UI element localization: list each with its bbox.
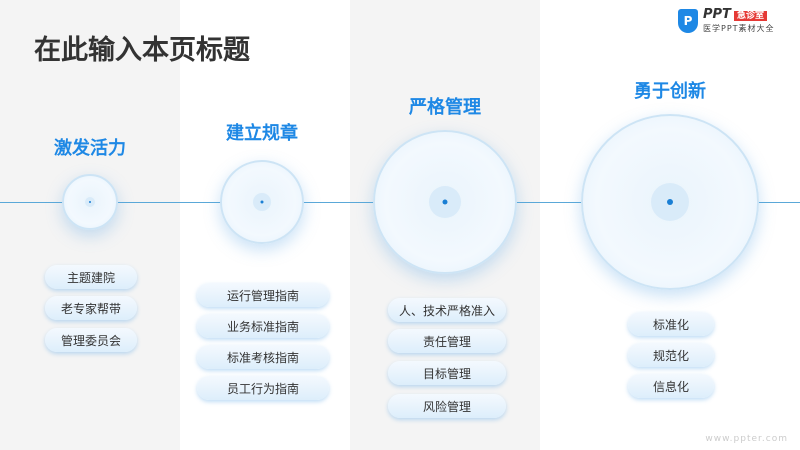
- list-item: 信息化: [628, 374, 714, 398]
- column-title: 激发活力: [54, 138, 126, 159]
- list-item: 标准化: [628, 312, 714, 336]
- list-item: 管理委员会: [45, 328, 137, 352]
- milestone-circle: [373, 130, 517, 274]
- list-item: 员工行为指南: [197, 376, 329, 400]
- watermark: www.ppter.com: [705, 434, 788, 444]
- page-title: 在此输入本页标题: [34, 35, 250, 66]
- list-item: 风险管理: [388, 394, 506, 418]
- list-item: 业务标准指南: [197, 314, 329, 338]
- milestone-circle: [581, 114, 759, 290]
- milestone-circle: [220, 160, 304, 244]
- logo-subtitle: 医学PPT素材大全: [703, 24, 775, 33]
- logo-brand: PPT: [703, 7, 731, 22]
- list-item: 老专家帮带: [45, 296, 137, 320]
- logo-badge: 急诊室: [733, 11, 767, 21]
- column-title: 严格管理: [409, 97, 481, 118]
- column-title: 建立规章: [226, 123, 298, 144]
- list-item: 规范化: [628, 343, 714, 367]
- list-item: 主题建院: [45, 265, 137, 289]
- column-title: 勇于创新: [634, 81, 706, 102]
- list-item: 标准考核指南: [197, 345, 329, 369]
- list-item: 人、技术严格准入: [388, 298, 506, 322]
- milestone-circle: [62, 174, 118, 230]
- list-item: 目标管理: [388, 361, 506, 385]
- shield-logo-icon: P: [678, 9, 698, 33]
- list-item: 责任管理: [388, 329, 506, 353]
- list-item: 运行管理指南: [197, 283, 329, 307]
